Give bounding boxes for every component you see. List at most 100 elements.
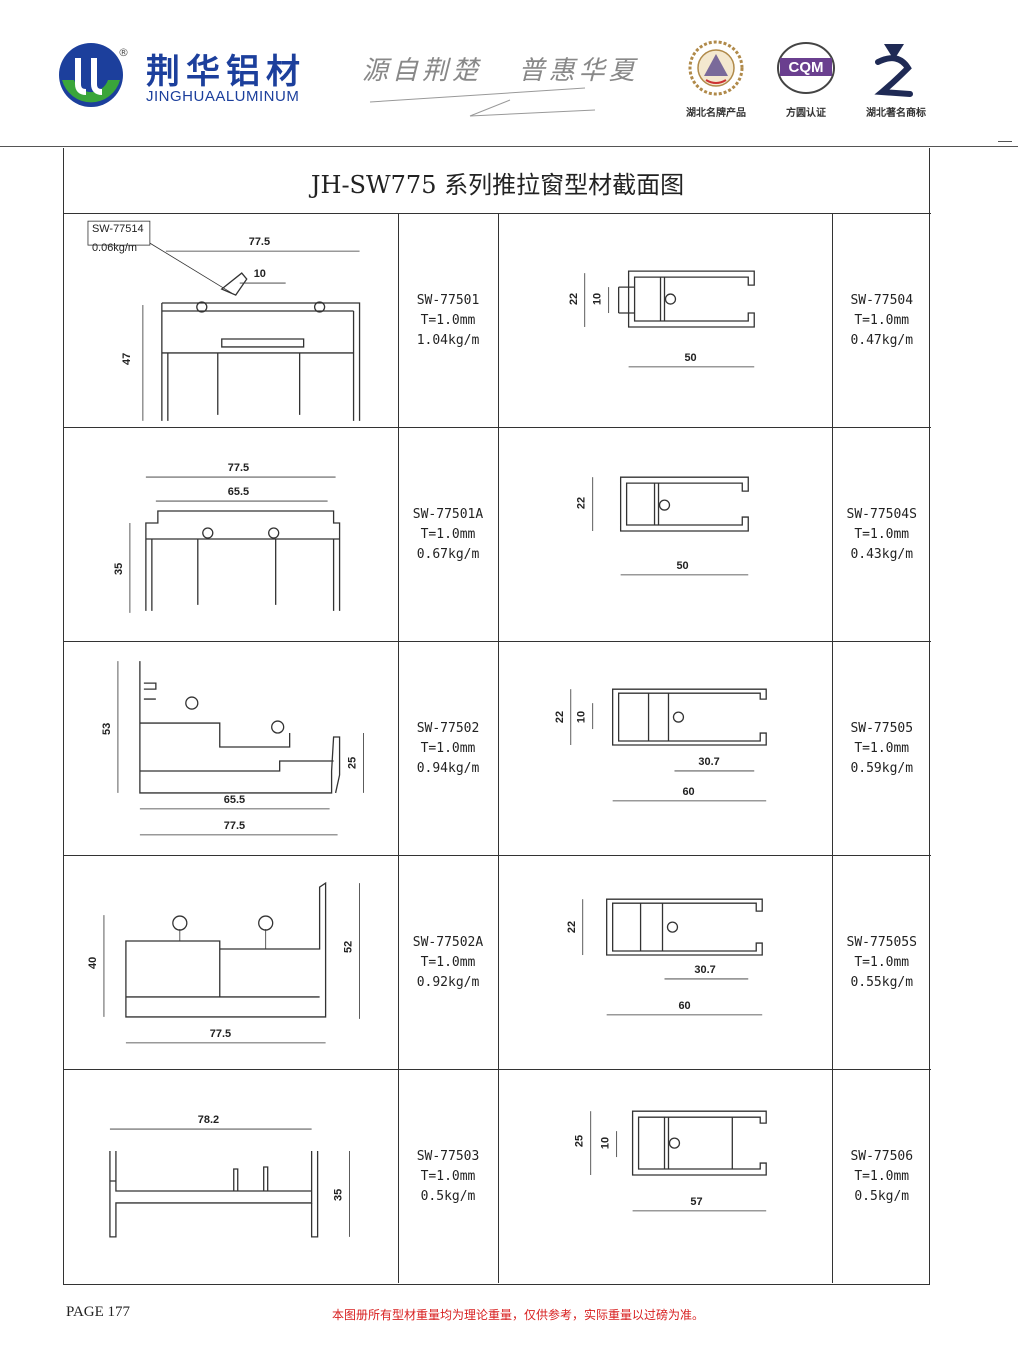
header-divider: [0, 146, 1018, 147]
profile-weight: 0.5kg/m: [420, 1188, 476, 1204]
profile-drawing-sw77501a: 77.5 65.5 35: [113, 462, 341, 613]
dimension-label: 22: [553, 710, 565, 722]
profile-weight: 0.47kg/m: [850, 332, 914, 348]
profile-drawing-sw77503: 78.2 35: [109, 1114, 350, 1238]
cert-label: 湖北著名商标: [866, 108, 926, 119]
dimension-label: 65.5: [224, 793, 245, 805]
weight-disclaimer: 本图册所有型材重量均为理论重量，仅供参考，实际重量以过磅为准。: [332, 1308, 705, 1322]
company-name-cn: 荆华铝材: [146, 52, 306, 92]
table-row: 40 52 77.5 SW-77502A T=1.0mm 0.92kg/m: [64, 855, 931, 1070]
profile-drawing-sw77506: 25 10 57: [573, 1110, 767, 1211]
dimension-label: 22: [565, 920, 577, 932]
profile-code: SW-77503: [416, 1148, 480, 1164]
dimension-label: 35: [333, 1188, 345, 1200]
crop-mark: [998, 141, 1012, 142]
spec-cell: SW-77504 T=1.0mm 0.47kg/m: [831, 214, 931, 428]
profile-drawing-sw77502a: 40 52 77.5: [87, 881, 360, 1043]
dimension-label: 65.5: [228, 486, 249, 498]
cert-hubei-trademark: 湖北著名商标: [856, 38, 936, 119]
dimension-label: 40: [87, 956, 99, 968]
sub-code: SW-77514: [92, 223, 144, 235]
profile-thickness: T=1.0mm: [420, 954, 476, 970]
profile-code: SW-77501A: [412, 506, 484, 522]
profile-thickness: T=1.0mm: [854, 312, 910, 328]
drawing-cell: 78.2 35: [64, 1069, 399, 1283]
dimension-label: 77.5: [228, 462, 249, 474]
drawing-cell: SW-77514 0.06kg/m 77.5 10 47: [64, 214, 399, 428]
profile-weight: 0.92kg/m: [416, 974, 480, 990]
hubei-famous-brand-seal-icon: [688, 40, 744, 96]
dimension-label: 30.7: [698, 755, 719, 767]
slogan: 源自荆楚 普惠华夏: [362, 56, 639, 86]
profile-code: SW-77502A: [412, 934, 484, 950]
jinghua-logo-icon: [59, 43, 123, 107]
dimension-label: 53: [101, 722, 113, 734]
profile-code: SW-77501: [416, 292, 480, 308]
table-row: 77.5 65.5 35 SW-77501A T=1.0mm 0.67kg/m: [64, 427, 931, 642]
dimension-label: 52: [343, 940, 355, 952]
profile-weight: 0.43kg/m: [850, 546, 914, 562]
spec-cell: SW-77505S T=1.0mm 0.55kg/m: [831, 855, 931, 1070]
dimension-label: 35: [113, 562, 125, 574]
profile-code: SW-77506: [850, 1148, 914, 1164]
spec-cell: SW-77503 T=1.0mm 0.5kg/m: [397, 1069, 499, 1283]
table-row: SW-77514 0.06kg/m 77.5 10 47 S: [64, 214, 931, 428]
drawing-cell: 22 10 50: [497, 214, 833, 428]
dimension-label: 77.5: [249, 236, 270, 248]
drawing-cell: 22 50: [497, 427, 833, 642]
drawing-cell: 22 10 30.7 60: [497, 641, 833, 856]
profile-code: SW-77504: [850, 292, 914, 308]
profile-weight: 0.55kg/m: [850, 974, 914, 990]
dimension-label: 57: [690, 1195, 702, 1207]
registered-mark: ®: [118, 46, 129, 59]
cert-cqm: CQM 方圆认证: [766, 38, 846, 119]
table-row: 78.2 35 SW-77503 T=1.0mm 0.5kg/m 25: [64, 1069, 931, 1283]
dimension-label: 47: [121, 352, 133, 364]
dimension-label: 60: [678, 999, 690, 1011]
profile-code: SW-77504S: [846, 506, 917, 522]
profile-weight: 0.94kg/m: [416, 760, 480, 776]
drawing-cell: 25 10 57: [497, 1069, 833, 1283]
dimension-label: 10: [599, 1136, 611, 1148]
profile-weight: 0.67kg/m: [416, 546, 480, 562]
profile-thickness: T=1.0mm: [420, 1168, 476, 1184]
dimension-label: 77.5: [210, 1027, 231, 1039]
spec-cell: SW-77502A T=1.0mm 0.92kg/m: [397, 855, 499, 1070]
profile-code: SW-77502: [416, 720, 480, 736]
spec-cell: SW-77504S T=1.0mm 0.43kg/m: [831, 427, 931, 642]
drawing-cell: 77.5 65.5 35: [64, 427, 399, 642]
spec-cell: SW-77506 T=1.0mm 0.5kg/m: [831, 1069, 931, 1283]
profile-drawing-sw77505s: 22 30.7 60: [565, 898, 763, 1015]
profile-drawing-sw77504: 22 10 50: [567, 270, 755, 367]
profile-weight: 0.5kg/m: [854, 1188, 910, 1204]
spec-cell: SW-77501A T=1.0mm 0.67kg/m: [397, 427, 499, 642]
profile-thickness: T=1.0mm: [854, 1168, 910, 1184]
profile-drawing-sw77502: 53 25 65.5 77.5: [101, 660, 364, 835]
cert-label: 湖北名牌产品: [686, 108, 746, 119]
profile-thickness: T=1.0mm: [854, 740, 910, 756]
dimension-label: 25: [573, 1134, 585, 1146]
profile-drawing-sw77501: SW-77514 0.06kg/m 77.5 10 47: [87, 220, 361, 421]
dimension-label: 60: [682, 785, 694, 797]
dimension-label: 50: [684, 351, 696, 363]
dimension-label: 10: [575, 710, 587, 722]
profile-thickness: T=1.0mm: [854, 526, 910, 542]
spec-cell: SW-77501 T=1.0mm 1.04kg/m: [397, 214, 499, 428]
profile-weight: 1.04kg/m: [416, 332, 480, 348]
profile-drawing-sw77504s: 22 50: [575, 476, 749, 575]
dimension-label: 50: [676, 559, 688, 571]
dimension-label: 25: [347, 756, 359, 768]
cqm-mark-text: CQM: [789, 59, 824, 76]
dimension-label: 22: [575, 496, 587, 508]
dimension-label: 10: [254, 268, 266, 280]
dimension-label: 78.2: [198, 1114, 219, 1126]
cert-label: 方圆认证: [786, 108, 826, 119]
title-row: JH-SW775 系列推拉窗型材截面图: [64, 148, 931, 214]
profile-sheet: JH-SW775 系列推拉窗型材截面图 SW-77514 0.06kg/m 77…: [63, 148, 931, 1285]
profile-thickness: T=1.0mm: [420, 740, 476, 756]
company-name-en: JINGHUAALUMINUM: [146, 88, 300, 105]
drawing-cell: 40 52 77.5: [64, 855, 399, 1070]
dimension-label: 22: [567, 292, 579, 304]
cqm-certification-icon: CQM: [777, 42, 835, 94]
table-row: 53 25 65.5 77.5 SW-77502 T=1.0mm 0.94kg/…: [64, 641, 931, 856]
